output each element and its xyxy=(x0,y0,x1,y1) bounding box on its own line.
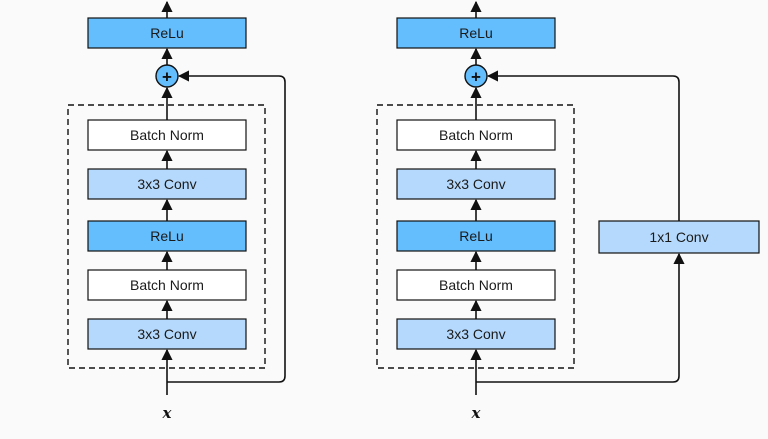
left-input-label: x xyxy=(162,404,173,422)
right-layer-label: ReLu xyxy=(459,228,492,244)
right-layer-label: 3x3 Conv xyxy=(446,326,505,342)
left-top-relu-label: ReLu xyxy=(150,25,183,41)
left-layer-label: 3x3 Conv xyxy=(137,326,196,342)
right-layer-relu: ReLu xyxy=(396,220,556,252)
right-layer-label: 3x3 Conv xyxy=(446,176,505,192)
right-layer-label: Batch Norm xyxy=(439,277,513,293)
left-layer-relu: ReLu xyxy=(87,220,247,252)
right-shortcut-conv-box: 1x1 Conv xyxy=(598,220,760,254)
right-residual-block: ReLu + Batch Norm 3x3 Conv ReLu Batc xyxy=(376,0,760,422)
right-shortcut-to-conv xyxy=(476,252,685,383)
left-top-relu-box: ReLu xyxy=(87,17,247,49)
right-layer-label: Batch Norm xyxy=(439,127,513,143)
right-top-relu-label: ReLu xyxy=(459,25,492,41)
right-layer-batch-norm-top: Batch Norm xyxy=(396,119,556,151)
left-layer-label: Batch Norm xyxy=(130,277,204,293)
right-input-label: x xyxy=(471,404,482,422)
left-layer-batch-norm-bottom: Batch Norm xyxy=(87,269,247,301)
left-adder: + xyxy=(155,64,179,88)
right-adder-symbol: + xyxy=(471,68,481,87)
left-layer-label: 3x3 Conv xyxy=(137,176,196,192)
left-adder-symbol: + xyxy=(162,68,172,87)
right-top-relu-box: ReLu xyxy=(396,17,556,49)
left-layer-batch-norm-top: Batch Norm xyxy=(87,119,247,151)
right-layer-batch-norm-bottom: Batch Norm xyxy=(396,269,556,301)
right-layer-conv-bottom: 3x3 Conv xyxy=(396,318,556,350)
left-layer-label: Batch Norm xyxy=(130,127,204,143)
left-identity-shortcut xyxy=(167,70,286,383)
right-shortcut-to-adder xyxy=(486,70,680,221)
left-layer-label: ReLu xyxy=(150,228,183,244)
left-residual-block: ReLu + Batch Norm 3x3 Conv ReLu Batc xyxy=(67,0,286,422)
left-layer-conv-bottom: 3x3 Conv xyxy=(87,318,247,350)
left-layer-conv-top: 3x3 Conv xyxy=(87,168,247,200)
right-layer-conv-top: 3x3 Conv xyxy=(396,168,556,200)
right-shortcut-conv-label: 1x1 Conv xyxy=(649,229,708,245)
right-adder: + xyxy=(464,64,488,88)
